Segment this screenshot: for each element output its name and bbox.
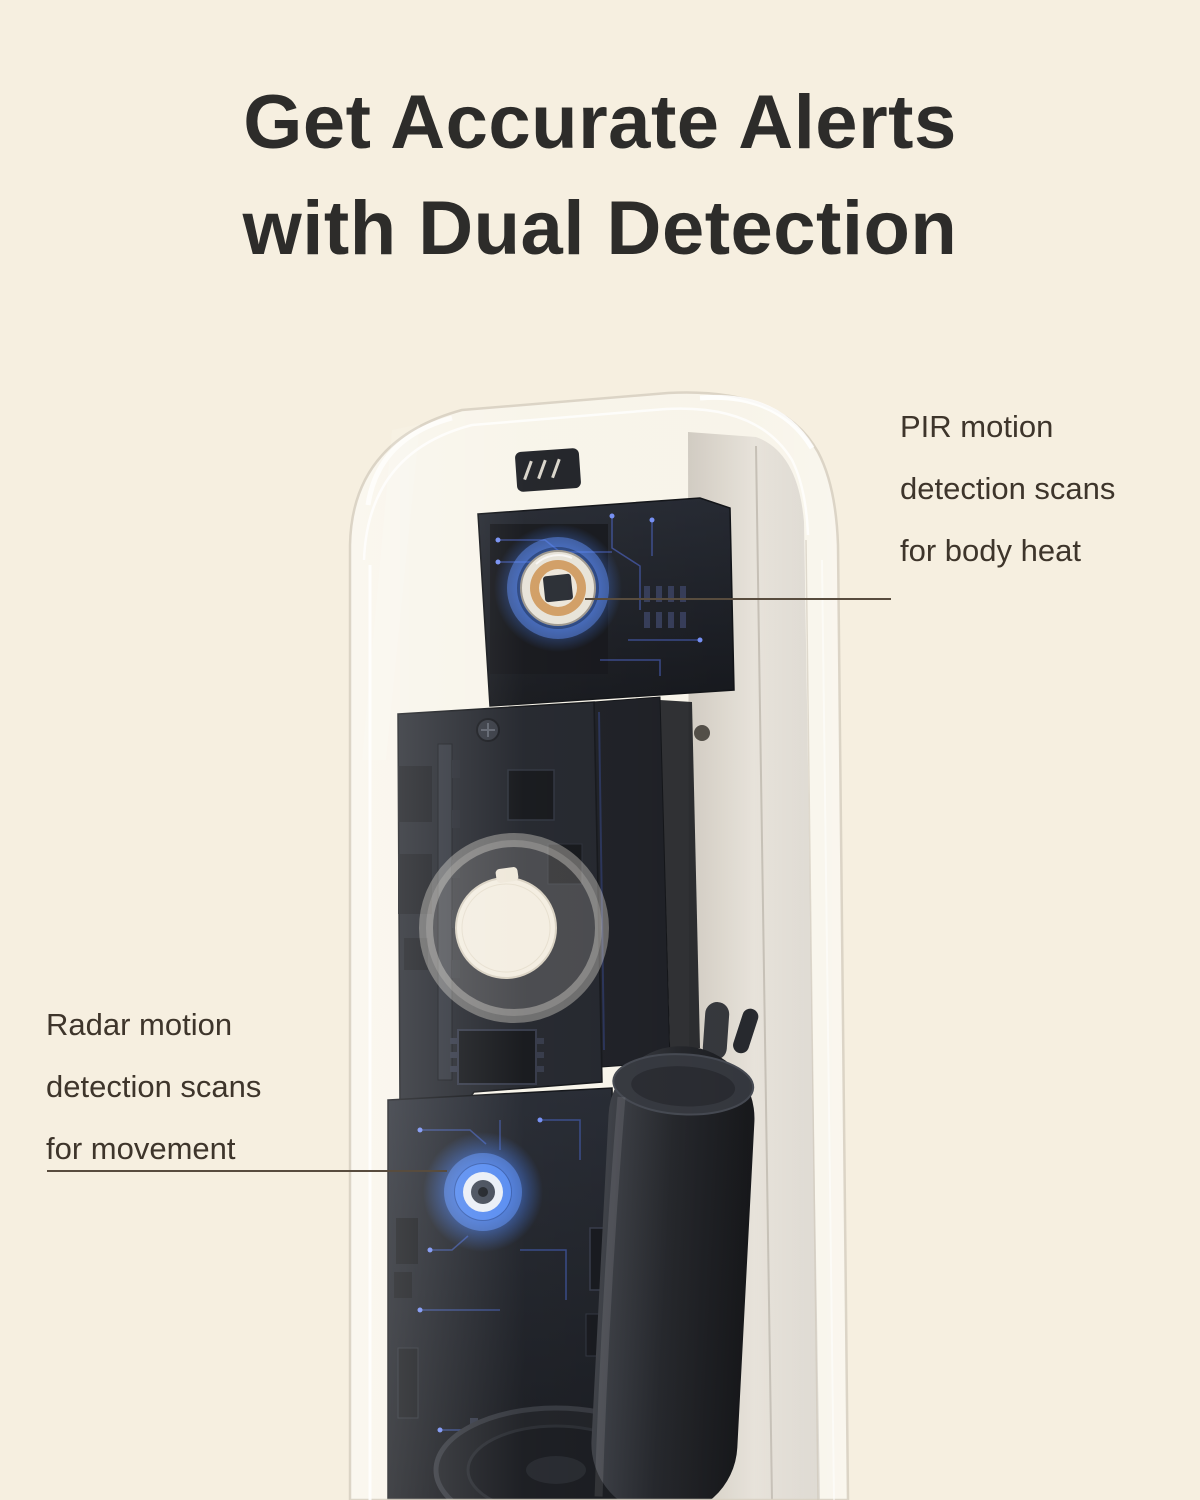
page-title-line-2: with Dual Detection — [242, 186, 958, 271]
pir-callout-line-1: PIR motion — [900, 409, 1054, 444]
radar-callout: Radar motion detection scans for movemen… — [46, 994, 261, 1180]
page-title: Get Accurate Alerts with Dual Detection — [0, 70, 1200, 282]
page-title-line-1: Get Accurate Alerts — [243, 80, 957, 165]
pir-leader-line — [585, 598, 891, 600]
radar-callout-line-2: detection scans — [46, 1069, 262, 1104]
transparent-shell — [348, 391, 850, 1500]
radar-callout-line-3: for movement — [46, 1131, 236, 1166]
pir-callout: PIR motion detection scans for body heat — [900, 396, 1115, 582]
radar-leader-line — [47, 1170, 447, 1172]
pir-callout-line-2: detection scans — [900, 471, 1116, 506]
pir-callout-line-3: for body heat — [900, 533, 1081, 568]
radar-callout-line-1: Radar motion — [46, 1007, 233, 1042]
